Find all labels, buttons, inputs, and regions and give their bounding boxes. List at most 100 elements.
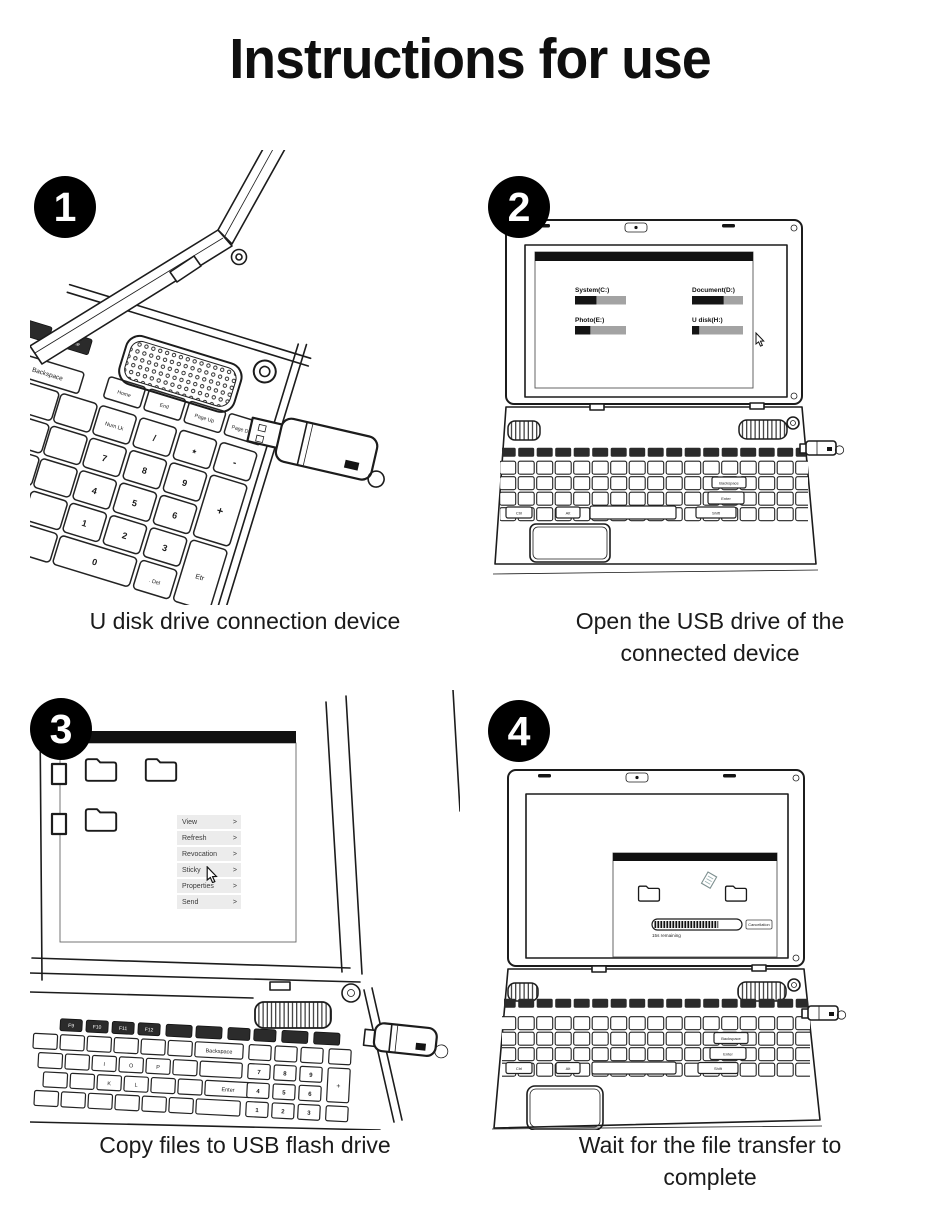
touchpad[interactable] xyxy=(529,523,611,563)
drive-udisk[interactable]: U disk(H:) xyxy=(692,317,743,335)
drive-bar xyxy=(575,326,626,335)
key-backspace: Backspace xyxy=(205,1048,232,1055)
progress-bar-fill xyxy=(654,921,719,928)
usb-flash-drive xyxy=(801,1005,847,1021)
spacebar xyxy=(591,1061,677,1075)
laptop-base: Backspace Enter Shift Ctrl Alt xyxy=(491,964,823,1130)
key-7: 7 xyxy=(100,453,108,464)
key-ctrl: Ctrl xyxy=(516,1066,522,1071)
keyboard: Backspace Enter Shift Ctrl Alt xyxy=(502,998,810,1078)
key-alt: Alt xyxy=(566,1066,572,1071)
vent-slot xyxy=(538,774,551,778)
key-9: 9 xyxy=(309,1073,313,1079)
key-9: 9 xyxy=(181,477,189,488)
vent-slot xyxy=(722,224,735,228)
laptop-lid xyxy=(30,150,286,365)
key-f10: F10 xyxy=(93,1024,102,1030)
folder-icon-partial xyxy=(50,812,68,836)
power-button[interactable] xyxy=(787,978,801,992)
menu-item-label: View xyxy=(182,818,198,826)
power-button[interactable] xyxy=(341,983,361,1003)
hinge-tab xyxy=(589,403,605,411)
window-title-bar xyxy=(613,853,777,861)
menu-item-arrow: > xyxy=(232,834,237,842)
screen-bezel xyxy=(30,690,460,983)
key-home: Home xyxy=(116,389,131,399)
menu-item-label: Refresh xyxy=(182,834,207,842)
drive-label: Photo(E:) xyxy=(575,317,604,324)
menu-item-arrow: > xyxy=(232,866,237,874)
key-6: 6 xyxy=(171,510,179,521)
drive-photo[interactable]: Photo(E:) xyxy=(575,317,626,335)
webcam xyxy=(625,772,649,783)
laptop-base: F9 F10 F11 F12 xyxy=(30,981,403,1130)
desktop-window xyxy=(50,731,297,943)
key-4: 4 xyxy=(91,485,99,496)
cancel-button-label: Cancellation xyxy=(748,922,769,927)
webcam xyxy=(624,222,648,233)
key-p: P xyxy=(156,1065,160,1071)
key-1: 1 xyxy=(81,518,89,529)
file-explorer-window: System(C:) Document(D:) Photo(E:) U disk… xyxy=(534,251,765,389)
hinge-tab xyxy=(169,255,202,283)
speaker-grille xyxy=(738,419,788,440)
lanyard-loop xyxy=(434,1044,449,1059)
bezel-screw xyxy=(790,392,798,400)
context-menu-item-view[interactable]: View > xyxy=(177,815,241,829)
drive-system[interactable]: System(C:) xyxy=(575,287,626,305)
menu-item-arrow: > xyxy=(232,898,237,906)
key-num-lk: Num Lk xyxy=(104,421,124,432)
context-menu-item-properties[interactable]: Properties > xyxy=(177,879,241,893)
step-4-caption: Wait for the file transfer to complete xyxy=(578,1132,842,1190)
folder-icon[interactable] xyxy=(84,758,118,782)
key-4: 4 xyxy=(256,1089,260,1095)
power-button[interactable] xyxy=(786,416,800,430)
key-l: L xyxy=(134,1083,137,1089)
key-3: 3 xyxy=(161,542,169,553)
key-shift: Shift xyxy=(712,511,721,516)
keyboard: Backspace Enter Shift Ctrl Alt xyxy=(500,447,808,522)
folder-icon[interactable] xyxy=(144,758,178,782)
key-6: 6 xyxy=(308,1092,312,1098)
touchpad[interactable] xyxy=(526,1085,604,1130)
step-1-badge: 1 xyxy=(34,176,96,238)
step-4-illustration: Cancellation 15s remaining Backspace Ent… xyxy=(480,690,940,1130)
drive-bar-used xyxy=(575,296,597,305)
key-f11: F11 xyxy=(119,1026,128,1032)
bezel-screw xyxy=(792,954,800,962)
drive-document[interactable]: Document(D:) xyxy=(692,287,743,305)
spacebar xyxy=(589,505,677,520)
time-remaining-label: 15s remaining xyxy=(652,933,681,938)
drive-bar-used xyxy=(575,326,591,335)
file-transfer-window: Cancellation 15s remaining xyxy=(612,852,778,958)
power-button[interactable] xyxy=(251,358,278,385)
context-menu-item-send[interactable]: Send > xyxy=(177,895,241,909)
drive-bar xyxy=(575,296,626,305)
destination-folder-icon xyxy=(724,885,748,902)
key-backspace: Backspace xyxy=(721,1036,741,1041)
key-alt: Alt xyxy=(566,511,572,516)
context-menu-item-revocation[interactable]: Revocation > xyxy=(177,847,241,861)
hinge-tab xyxy=(591,965,607,973)
folder-icon[interactable] xyxy=(84,808,118,832)
usb-flash-drive xyxy=(799,440,845,456)
cancel-button[interactable]: Cancellation xyxy=(745,919,773,930)
mouse-cursor-icon xyxy=(755,331,765,347)
key-end: End xyxy=(159,402,170,410)
key-minus: - xyxy=(231,457,237,468)
usb-flash-drive xyxy=(246,416,385,488)
usb-flash-drive xyxy=(362,1022,449,1059)
menu-item-label: Send xyxy=(182,898,199,906)
key-ctrl: Ctrl xyxy=(516,511,522,516)
window-title-bar xyxy=(535,252,753,261)
drive-bar-used xyxy=(692,296,724,305)
speaker-grille xyxy=(507,420,541,441)
window-title-bar xyxy=(60,731,296,743)
vent-slot xyxy=(723,774,736,778)
laptop-base: Backspace Enter Shift Ctrl Alt xyxy=(492,402,819,575)
context-menu-item-refresh[interactable]: Refresh > xyxy=(177,831,241,845)
menu-item-label: Properties xyxy=(182,882,214,890)
menu-item-label: Sticky xyxy=(182,866,201,874)
key-1: 1 xyxy=(255,1108,259,1114)
folder-icon-partial xyxy=(50,762,68,786)
